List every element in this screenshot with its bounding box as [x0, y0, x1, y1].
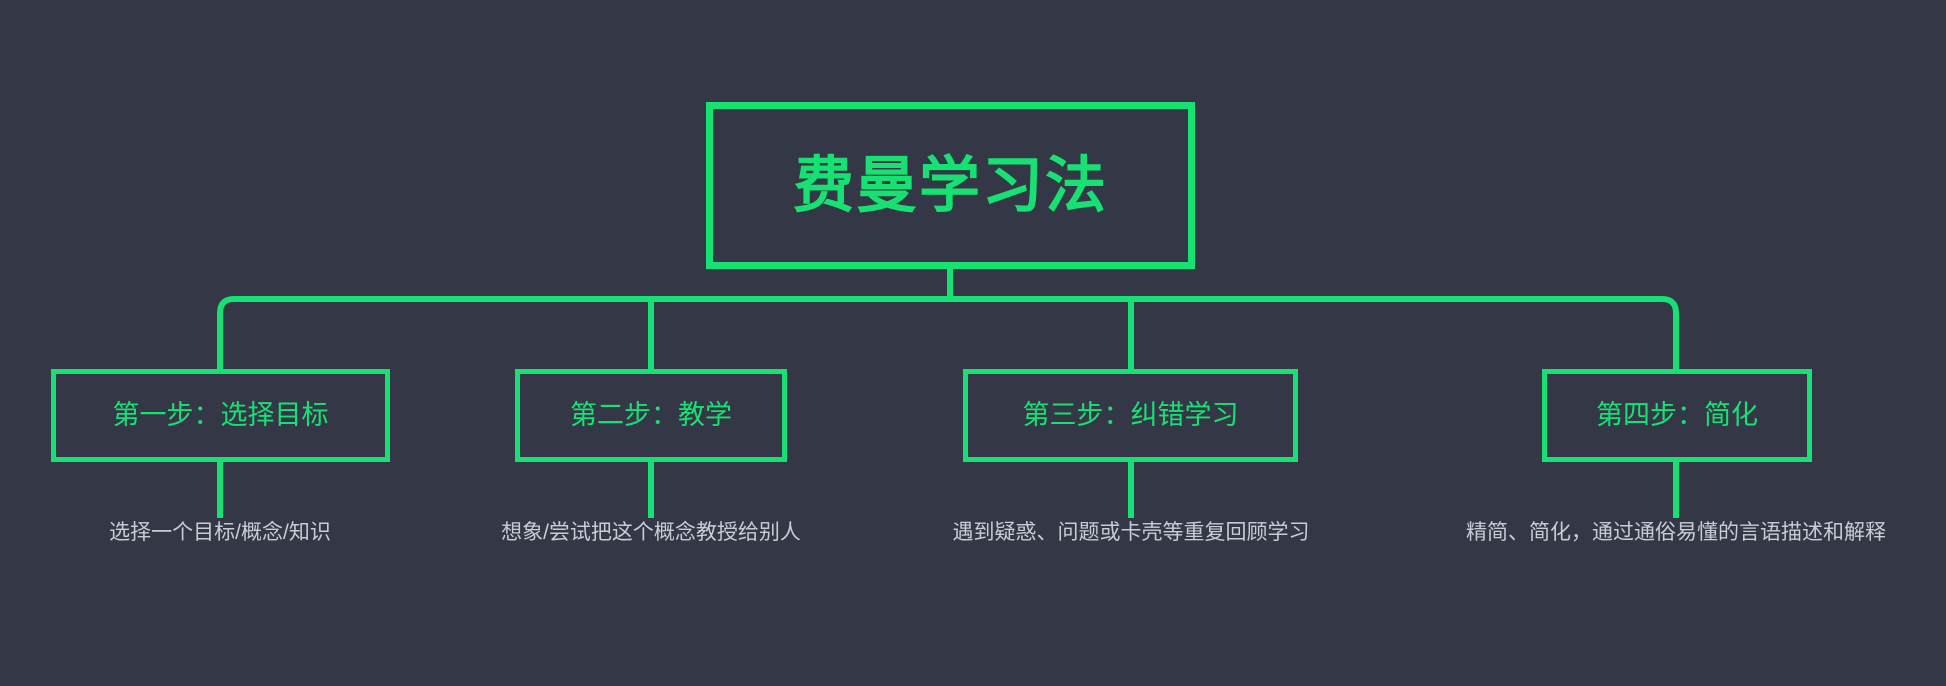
step-node-2-label: 第二步：教学: [570, 400, 732, 430]
step-caption-1: 选择一个目标/概念/知识: [109, 521, 331, 544]
step-node-4[interactable]: 第四步：简化: [1542, 369, 1812, 462]
step-caption-2: 想象/尝试把这个概念教授给别人: [501, 521, 801, 544]
step-node-4-label: 第四步：简化: [1596, 400, 1758, 430]
root-node[interactable]: 费曼学习法: [706, 102, 1195, 269]
step-node-2[interactable]: 第二步：教学: [515, 369, 787, 462]
step-caption-3: 遇到疑惑、问题或卡壳等重复回顾学习: [952, 521, 1310, 544]
step-caption-4: 精简、简化，通过通俗易懂的言语描述和解释: [1466, 521, 1886, 544]
root-node-label: 费曼学习法: [792, 151, 1108, 219]
step-node-3[interactable]: 第三步：纠错学习: [963, 369, 1298, 462]
step-node-3-label: 第三步：纠错学习: [1022, 400, 1239, 430]
connector-trunk: [217, 296, 1679, 369]
step-node-1[interactable]: 第一步：选择目标: [51, 369, 390, 462]
step-node-1-label: 第一步：选择目标: [112, 400, 329, 430]
